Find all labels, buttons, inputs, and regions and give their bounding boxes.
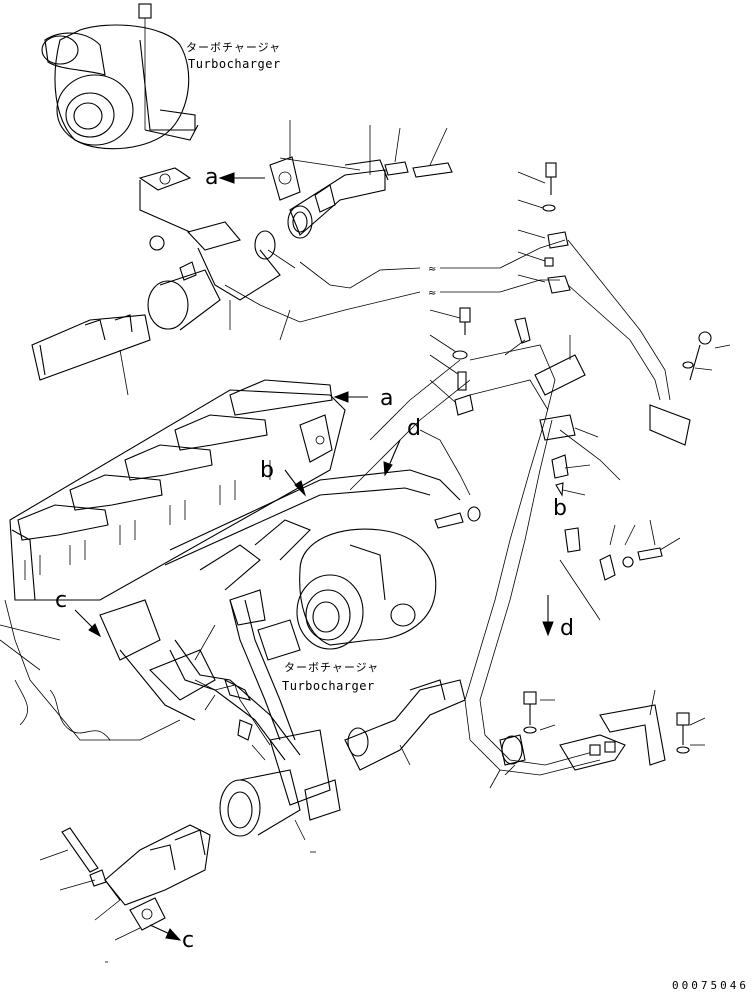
ref-letter-d-bottom: d [560, 616, 574, 641]
drawing-number: 00075046 [672, 979, 749, 992]
turbocharger-middle [257, 528, 437, 661]
exhaust-manifold-left [31, 314, 151, 381]
svg-text:≈: ≈ [428, 264, 436, 275]
ref-letter-b-right: b [553, 496, 567, 521]
gasket-top [138, 167, 192, 191]
exhaust-manifold-center [99, 469, 461, 721]
ref-letter-d-top: d [407, 416, 421, 441]
ref-letter-c-middle: c [55, 588, 68, 613]
ref-letter-a-top: a [205, 165, 219, 190]
exhaust-manifold-lower-right [344, 679, 466, 771]
bracket-lower-right [599, 704, 666, 766]
exhaust-manifold-lower-left [104, 824, 211, 906]
ref-letter-b-left: b [260, 458, 274, 483]
cylinder-head-block [0, 379, 346, 741]
exhaust-manifold-top [287, 159, 389, 239]
ref-letter-a-right: a [380, 386, 394, 411]
turbocharger-top [41, 3, 199, 150]
turbocharger-mid-jp-label: ターボチャージャ [284, 661, 380, 674]
turbocharger-top-en-label: Turbocharger [188, 57, 281, 71]
bracket-mid [452, 307, 586, 416]
svg-text:≈: ≈ [428, 288, 436, 299]
elbow-pipe-top [139, 180, 281, 331]
gasket-right [269, 156, 301, 201]
turbocharger-mid-en-label: Turbocharger [282, 679, 375, 693]
turbocharger-top-jp-label: ターボチャージャ [186, 41, 282, 54]
ref-letter-c-bottom: c [182, 928, 195, 953]
gasket-lower-left [129, 897, 166, 931]
exhaust-pipe-lower [169, 599, 341, 837]
